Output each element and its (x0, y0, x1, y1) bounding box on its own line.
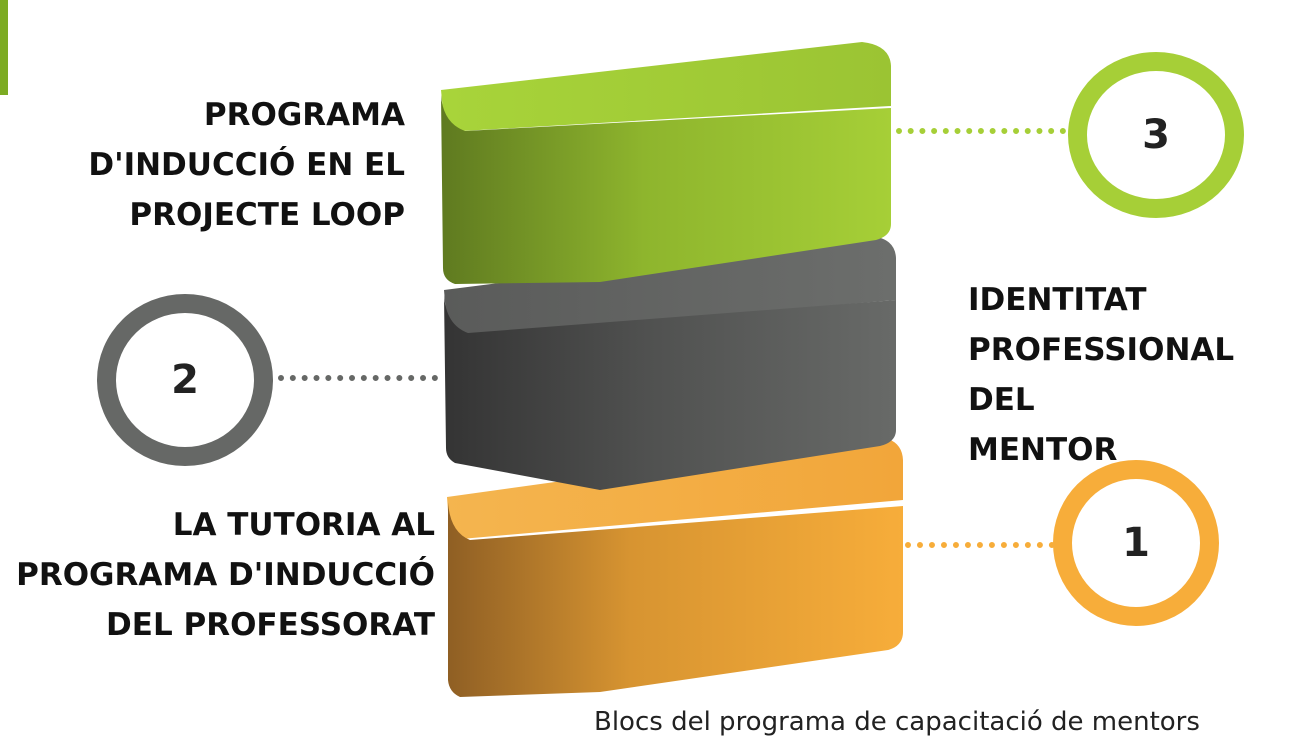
decorative-edge-bar (0, 0, 8, 95)
block-3-green (441, 42, 891, 284)
block-1-orange (447, 437, 903, 697)
connector-2 (278, 375, 438, 381)
block-2-gray (444, 236, 896, 490)
block-1-label: LA TUTORIA AL PROGRAMA D'INDUCCIÓ DEL PR… (16, 507, 435, 643)
connector-3 (896, 128, 1066, 134)
number-circle-2: 2 (97, 294, 273, 466)
block-3-label: PROGRAMA D'INDUCCIÓ EN EL PROJECTE LOOP (88, 97, 405, 233)
number-circle-1: 1 (1053, 460, 1219, 626)
number-circle-3: 3 (1068, 52, 1244, 218)
connector-1 (905, 542, 1055, 548)
diagram-caption: Blocs del programa de capacitació de men… (594, 707, 1200, 737)
block-2-label: IDENTITAT PROFESSIONAL DEL MENTOR (968, 282, 1235, 468)
